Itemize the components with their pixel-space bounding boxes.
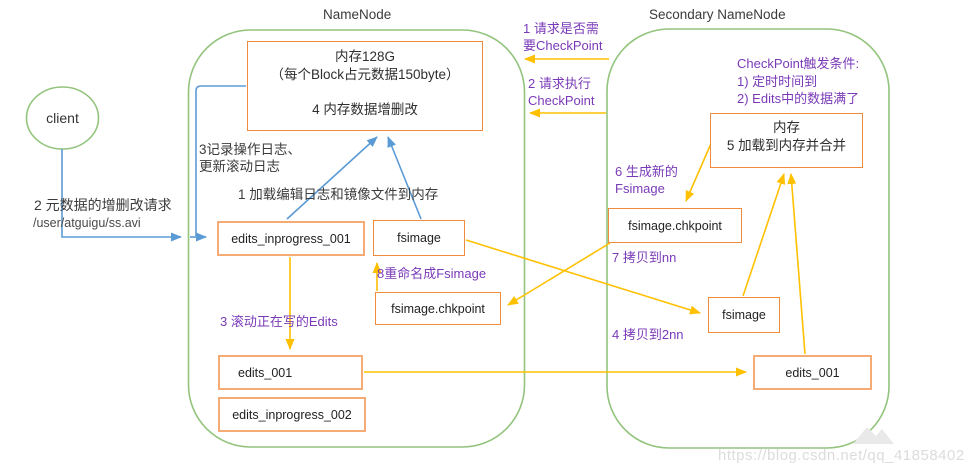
record-log-label: 3记录操作日志、 更新滚动日志 [199,141,301,175]
snn-edits-001-box: edits_001 [753,355,872,390]
csdn-watermark-logo [853,427,894,444]
record-log-line1: 3记录操作日志、 [199,142,302,157]
record-log-line2: 更新滚动日志 [199,159,280,174]
nn-edits-001-box: edits_001 [218,355,363,390]
client-request-label: 2 元数据的增删改请求 [34,197,172,213]
arrow-client-request [61,149,182,242]
snn-memory-line2: 5 加载到内存并合并 [726,138,847,153]
request-exec-checkpoint-label: 2 请求执行 CheckPoint [528,75,594,109]
request-exec-line1: 2 请求执行 [528,76,591,91]
secondary-namenode-container [606,28,890,449]
namenode-title: NameNode [323,7,392,22]
request-check-line1: 1 请求是否需 [523,21,599,36]
generate-line1: 6 生成新的 [615,164,678,179]
generate-fsimage-label: 6 生成新的 Fsimage [615,163,678,197]
roll-edits-label: 3 滚动正在写的Edits [220,314,338,329]
arrow-copy-fsimage-to-2nn [465,239,701,315]
copy-to-2nn-label: 4 拷贝到2nn [612,327,684,342]
nn-edits-inprogress-002-box: edits_inprogress_002 [218,397,366,432]
arrow-generate-chkpoint [685,138,714,202]
checkpoint-trigger-label: CheckPoint触发条件: 1) 定时时间到 2) Edits中的数据满了 [737,55,859,108]
load-to-memory-label: 1 加载编辑日志和镜像文件到内存 [238,187,439,202]
arrow-load-fsimage-to-memory [387,136,422,220]
nn-memory-box: 内存128G （每个Block占元数据150byte） 4 内存数据增删改 [247,41,483,131]
request-exec-line2: CheckPoint [528,93,595,108]
namenode-container [187,29,526,448]
watermark-url: https://blog.csdn.net/qq_41858402 [718,447,965,464]
nn-fsimage-box: fsimage [373,220,465,256]
arrow-copy-chkpoint-to-nn [507,242,611,306]
trigger-title: CheckPoint触发条件: [737,56,860,71]
arrow-load-edits-to-memory [286,136,378,220]
generate-line2: Fsimage [615,181,665,196]
nn-memory-line2: （每个Block占元数据150byte） [270,67,460,82]
nn-memory-line1: 内存128G [334,49,396,64]
snn-fsimage-chkpoint-box: fsimage.chkpoint [608,208,742,243]
line-record-log-to-memory [195,85,246,236]
snn-memory-box: 内存 5 加载到内存并合并 [710,113,863,168]
arrow-fsimage-to-memory-2nn [742,173,786,297]
trigger-item1: 1) 定时时间到 [737,73,818,89]
nn-memory-line3: 4 内存数据增删改 [312,102,418,117]
arrow-edits-to-memory-2nn [787,173,806,355]
client-label: client [46,110,79,126]
client-request-path: /user/atguigu/ss.avi [33,216,141,230]
request-need-checkpoint-label: 1 请求是否需 要CheckPoint [523,20,602,54]
nn-edits-inprogress-001-box: edits_inprogress_001 [217,221,365,256]
request-check-line2: 要CheckPoint [523,38,603,53]
snn-memory-line1: 内存 [773,120,800,135]
snn-fsimage-box: fsimage [708,297,780,333]
trigger-item2: 2) Edits中的数据满了 [737,91,860,106]
rename-fsimage-label: 8重命名成Fsimage [377,266,487,281]
secondary-namenode-title: Secondary NameNode [649,7,786,22]
copy-to-nn-label: 7 拷贝到nn [612,250,677,265]
nn-fsimage-chkpoint-box: fsimage.chkpoint [375,292,501,325]
